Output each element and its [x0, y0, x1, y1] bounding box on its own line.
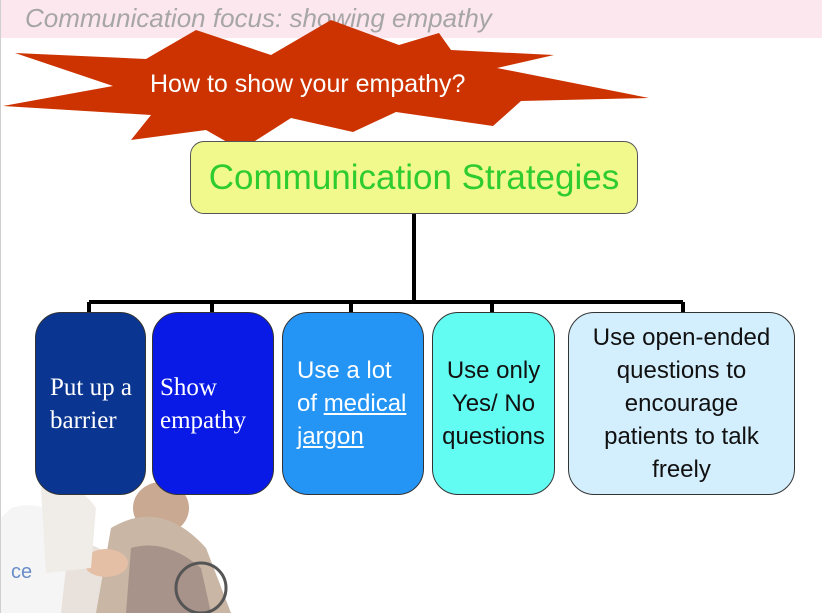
strategy-line: encourage — [624, 390, 739, 417]
strategy-line: Use open-ended — [592, 324, 771, 351]
strategy-box-put-up-barrier: Put up a barrier — [35, 312, 146, 495]
burst-shape — [3, 20, 649, 150]
strategy-line: freely — [652, 456, 711, 483]
strategy-line: Use a lot — [297, 357, 392, 384]
strategy-box-open-ended-questions: Use open-ended questions to encourage pa… — [568, 312, 795, 495]
strategy-line: questions — [442, 423, 545, 450]
strategy-line: barrier — [50, 406, 117, 434]
strategy-line: patients to talk — [604, 423, 759, 450]
strategy-box-show-empathy: Show empathy — [152, 312, 274, 495]
strategy-line: Show — [160, 373, 217, 401]
slide-title: Communication focus: showing empathy — [25, 3, 492, 33]
strategy-line: Put up a — [50, 373, 132, 401]
root-label: Communication Strategies — [208, 157, 620, 197]
jargon-link[interactable]: jargon — [297, 423, 364, 450]
strategy-line-prefix: of — [297, 390, 324, 417]
title-bar: Communication focus: showing empathy — [1, 0, 822, 38]
medical-jargon-link[interactable]: medical — [323, 390, 407, 417]
strategy-line: Yes/ No — [451, 390, 536, 417]
strategy-line: of medical — [297, 387, 423, 420]
root-node: Communication Strategies — [190, 141, 638, 214]
strategy-box-yes-no-questions: Use only Yes/ No questions — [432, 312, 555, 495]
burst-polygon — [3, 20, 649, 150]
photo-text: ce — [11, 561, 32, 583]
strategy-line: Use only — [446, 357, 541, 384]
strategy-line: empathy — [160, 406, 247, 434]
strategy-line: questions to — [616, 357, 747, 384]
banner-text: How to show your empathy? — [150, 70, 466, 98]
strategy-box-medical-jargon: Use a lot of medical jargon — [282, 312, 424, 495]
